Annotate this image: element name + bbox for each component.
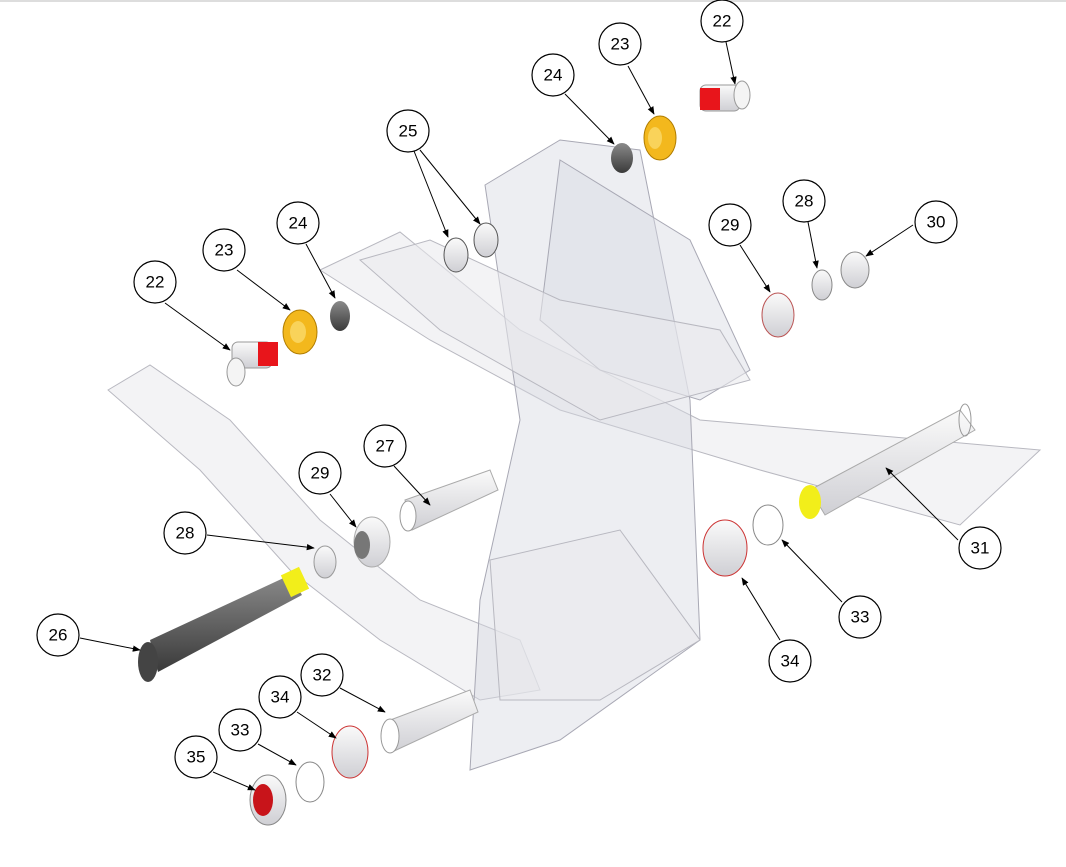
callout-24-left: 24	[276, 201, 320, 245]
callout-33-right: 33	[838, 595, 882, 639]
svg-text:23: 23	[215, 241, 234, 260]
svg-text:22: 22	[713, 12, 732, 31]
callout-23-top: 23	[598, 22, 642, 66]
svg-text:34: 34	[781, 652, 800, 671]
callout-22-top: 22	[700, 0, 744, 43]
svg-text:26: 26	[49, 626, 68, 645]
svg-text:31: 31	[971, 539, 990, 558]
callout-29-top: 29	[708, 203, 752, 247]
parts	[138, 80, 976, 826]
svg-text:27: 27	[376, 437, 395, 456]
svg-text:24: 24	[289, 214, 308, 233]
svg-text:25: 25	[399, 122, 418, 141]
callout-31: 31	[958, 526, 1002, 570]
svg-text:29: 29	[721, 216, 740, 235]
svg-text:33: 33	[851, 608, 870, 627]
callout-32: 32	[300, 653, 344, 697]
callout-23-left: 23	[202, 228, 246, 272]
callout-34-bottom: 34	[258, 675, 302, 719]
svg-text:22: 22	[146, 273, 165, 292]
callout-34-right: 34	[768, 639, 812, 683]
callout-25: 25	[386, 109, 430, 153]
svg-text:35: 35	[187, 748, 206, 767]
svg-text:28: 28	[795, 192, 814, 211]
callout-22-left: 22	[133, 260, 177, 304]
callout-30: 30	[914, 200, 958, 244]
svg-text:32: 32	[313, 666, 332, 685]
svg-text:29: 29	[311, 464, 330, 483]
callout-33-bottom: 33	[218, 708, 262, 752]
svg-text:24: 24	[544, 66, 563, 85]
callout-24-top: 24	[531, 53, 575, 97]
svg-text:23: 23	[611, 35, 630, 54]
callout-26: 26	[36, 613, 80, 657]
callout-28-top: 28	[782, 179, 826, 223]
callout-29-left: 29	[298, 451, 342, 495]
svg-text:34: 34	[271, 688, 290, 707]
frame-body	[107, 139, 1042, 771]
svg-text:28: 28	[176, 524, 195, 543]
callout-27: 27	[363, 424, 407, 468]
callout-35: 35	[174, 735, 218, 779]
callout-28-left: 28	[163, 511, 207, 555]
leader-lines	[79, 41, 959, 791]
svg-text:33: 33	[231, 721, 250, 740]
svg-text:30: 30	[927, 213, 946, 232]
